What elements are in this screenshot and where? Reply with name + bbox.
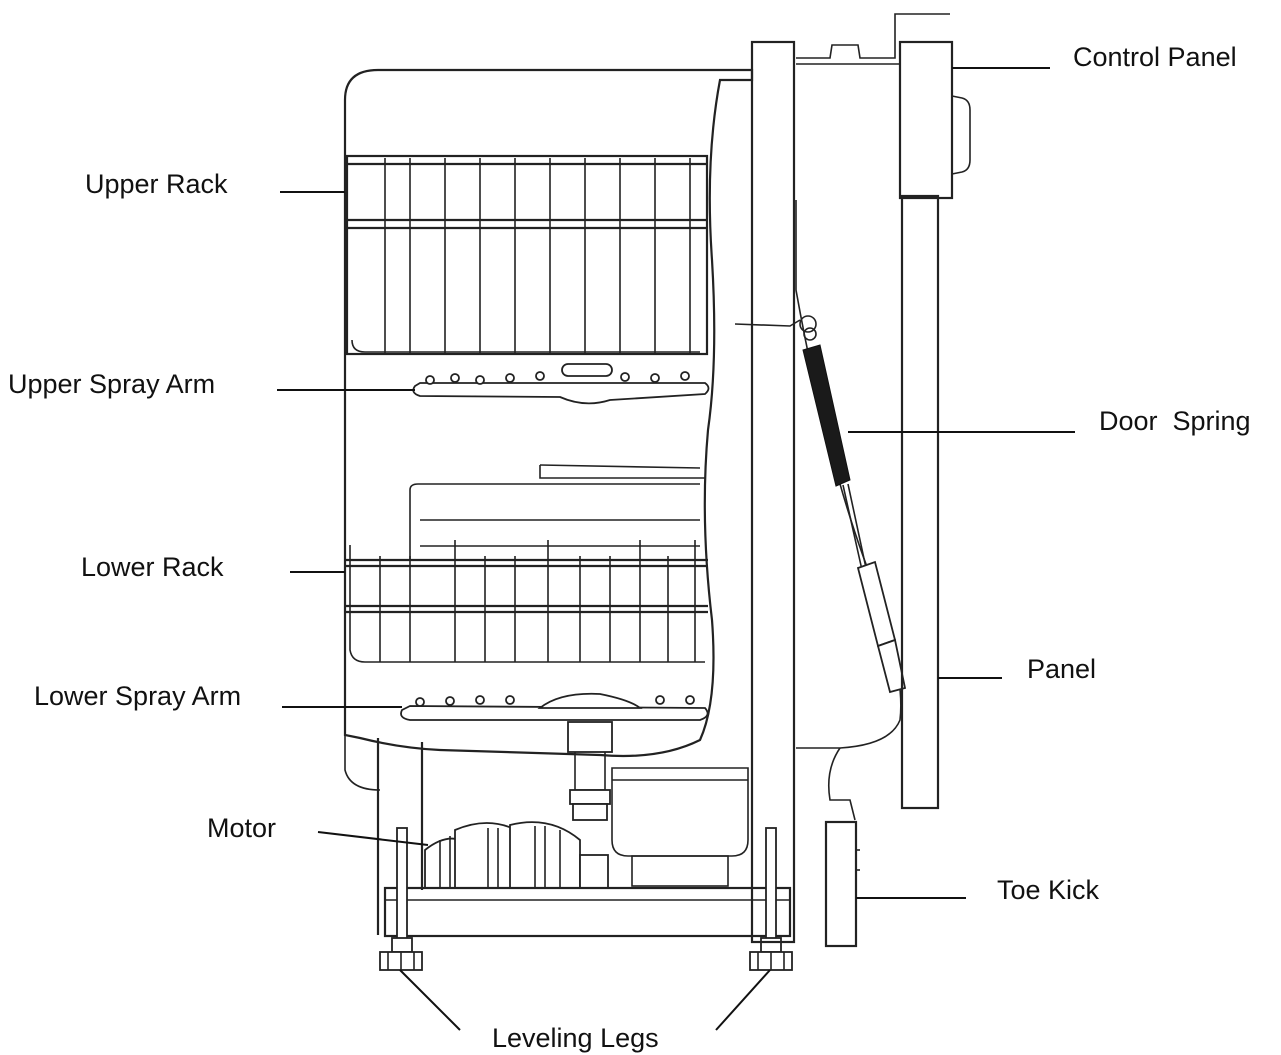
control-panel (898, 40, 971, 200)
label-door-spring: Door Spring (1099, 406, 1251, 436)
label-panel: Panel (1027, 654, 1096, 684)
tub (343, 68, 754, 791)
label-toe-kick: Toe Kick (997, 875, 1100, 905)
label-lower-spray-arm: Lower Spray Arm (34, 681, 241, 711)
leader-motor (317, 831, 429, 846)
label-upper-rack: Upper Rack (85, 169, 228, 199)
sump-assembly (567, 721, 749, 887)
leader-leveling-leg-left (399, 969, 461, 1031)
outer-panel (900, 194, 940, 810)
leader-leveling-leg-right (715, 969, 771, 1031)
label-motor: Motor (207, 813, 276, 843)
label-upper-spray-arm: Upper Spray Arm (8, 369, 215, 399)
lower-spray-arm (400, 692, 709, 721)
lower-rack (345, 464, 708, 663)
upper-rack (345, 154, 709, 356)
motor (424, 821, 609, 889)
label-leveling-legs: Leveling Legs (492, 1023, 659, 1053)
leveling-leg-right (749, 937, 793, 971)
label-control-panel: Control Panel (1073, 42, 1237, 72)
labels: Control Panel Upper Rack Upper Spray Arm… (8, 42, 1251, 1053)
base-frame (376, 738, 792, 941)
label-lower-rack: Lower Rack (81, 552, 224, 582)
upper-spray-arm (412, 363, 710, 405)
door-spring (734, 315, 907, 694)
leveling-leg-left (379, 937, 423, 971)
frame-post (750, 13, 950, 944)
leader-lines (277, 67, 1075, 1031)
toe-kick (824, 820, 860, 948)
